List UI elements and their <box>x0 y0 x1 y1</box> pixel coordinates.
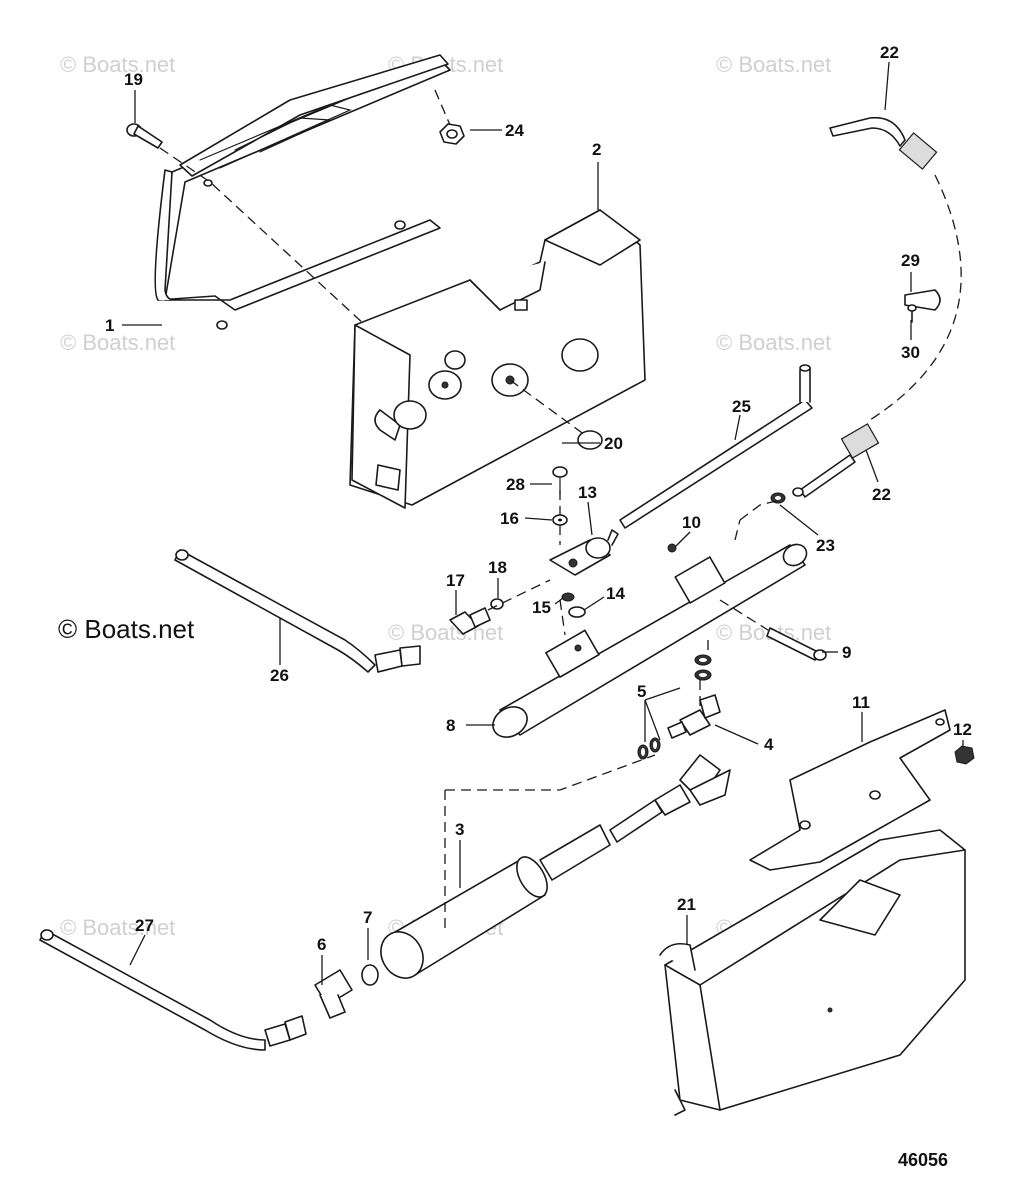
fuel-pump-part-3 <box>380 754 731 979</box>
screw-part-19 <box>126 123 163 149</box>
o-rings-part-5 <box>637 654 712 760</box>
callout-29: 29 <box>901 251 920 270</box>
callout-1: 1 <box>105 316 114 335</box>
callout-23: 23 <box>816 536 835 555</box>
bracket-part-11 <box>749 709 951 871</box>
elbow-fitting-part-4 <box>667 694 721 739</box>
housing-part-2 <box>349 209 646 509</box>
callout-20: 20 <box>604 434 623 453</box>
callout-6: 6 <box>317 935 326 954</box>
fuel-line-part-26 <box>174 549 421 673</box>
switch-part-13 <box>549 529 619 576</box>
screw-part-28 <box>552 466 568 496</box>
cap-part-14 <box>568 606 586 618</box>
alignment-lines <box>159 89 781 930</box>
leader-lines <box>122 61 964 985</box>
callout-9: 9 <box>842 643 851 662</box>
nut-part-24 <box>439 123 465 145</box>
callout-28: 28 <box>506 475 525 494</box>
callout-10: 10 <box>682 513 701 532</box>
tube-part-25 <box>619 364 813 529</box>
callouts: 1 2 3 4 5 6 7 8 9 10 11 12 13 14 15 16 1… <box>105 43 972 954</box>
plug-part-17 <box>449 607 491 635</box>
callout-12: 12 <box>953 720 972 739</box>
callout-4: 4 <box>764 735 774 754</box>
filter-part-7 <box>361 964 379 986</box>
callout-11: 11 <box>852 693 870 712</box>
washer-part-16 <box>552 514 568 526</box>
watermark: © Boats.net <box>60 52 175 77</box>
callout-25: 25 <box>732 397 751 416</box>
fitting-part-6 <box>314 969 353 1019</box>
callout-5: 5 <box>637 682 646 701</box>
callout-14: 14 <box>606 584 625 603</box>
callout-7: 7 <box>363 908 372 927</box>
nut-part-12 <box>954 745 975 765</box>
callout-21: 21 <box>677 895 696 914</box>
callout-13: 13 <box>578 483 597 502</box>
callout-2: 2 <box>592 140 601 159</box>
callout-8: 8 <box>446 716 455 735</box>
screw-part-10 <box>667 543 677 553</box>
hose-part-22 <box>792 116 962 498</box>
callout-15: 15 <box>532 598 551 617</box>
callout-16: 16 <box>500 509 519 528</box>
watermark: © Boats.net <box>60 915 175 940</box>
callout-22-bottom: 22 <box>872 485 891 504</box>
o-ring-part-23 <box>770 492 786 504</box>
watermark: © Boats.net <box>716 52 831 77</box>
o-ring-part-15 <box>561 592 575 602</box>
screw-part-30 <box>907 304 917 323</box>
watermark: © Boats.net <box>388 620 503 645</box>
callout-27: 27 <box>135 916 154 935</box>
bracket-part-1 <box>154 54 451 330</box>
fuel-line-part-27 <box>39 929 307 1051</box>
callout-24: 24 <box>505 121 524 140</box>
drawing-number: 46056 <box>898 1150 949 1170</box>
callout-19: 19 <box>124 70 143 89</box>
callout-22-top: 22 <box>880 43 899 62</box>
callout-30: 30 <box>901 343 920 362</box>
copyright-notice: © Boats.net <box>58 614 195 644</box>
fuel-rail-part-8 <box>492 543 808 738</box>
screw-part-9 <box>766 627 827 661</box>
watermark: © Boats.net <box>60 330 175 355</box>
callout-18: 18 <box>488 558 507 577</box>
callout-17: 17 <box>446 571 465 590</box>
cover-part-21 <box>659 829 966 1116</box>
callout-3: 3 <box>455 820 464 839</box>
plug-part-20 <box>577 430 603 450</box>
watermark: © Boats.net <box>716 330 831 355</box>
callout-26: 26 <box>270 666 289 685</box>
